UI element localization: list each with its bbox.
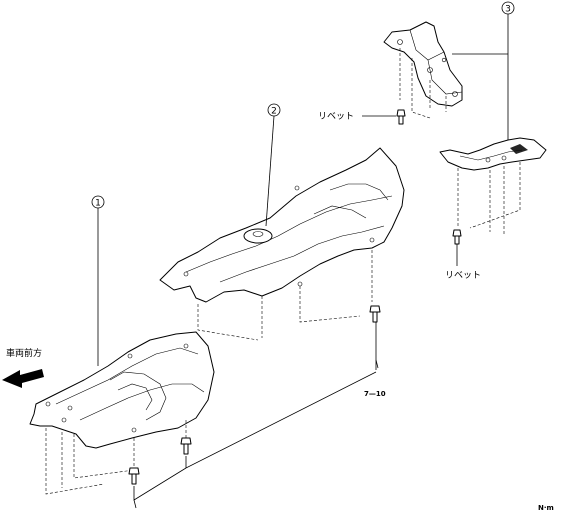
insulator-3-upper-bracket (383, 21, 463, 107)
insulator-2 (159, 147, 405, 303)
torque-value-label: 7—10 (364, 390, 386, 398)
bolt-insulator-1-b-icon (128, 467, 140, 485)
insulator-1 (29, 331, 215, 449)
svg-text:1: 1 (95, 199, 101, 209)
callout-3: 3 (452, 1, 515, 140)
vehicle-front-arrow-icon (2, 369, 44, 388)
svg-text:3: 3 (505, 5, 511, 15)
callout-1: 1 (91, 195, 105, 366)
rivet-upper-label: リベット (318, 112, 354, 122)
torque-unit-label: N·m (538, 504, 554, 512)
callout-2: 2 (265, 103, 281, 227)
bolt-insulator-1-a-icon (180, 437, 192, 455)
torque-leader-bracket (133, 371, 377, 509)
insulator-3-lower-bracket (439, 137, 547, 171)
rivet-upper-icon (396, 109, 406, 125)
rivet-lower-label: リベット (445, 271, 481, 281)
svg-text:2: 2 (271, 107, 277, 117)
vehicle-front-label: 車両前方 (6, 347, 42, 359)
rivet-lower-icon (452, 229, 462, 245)
bolt-insulator-2-icon (369, 305, 381, 323)
